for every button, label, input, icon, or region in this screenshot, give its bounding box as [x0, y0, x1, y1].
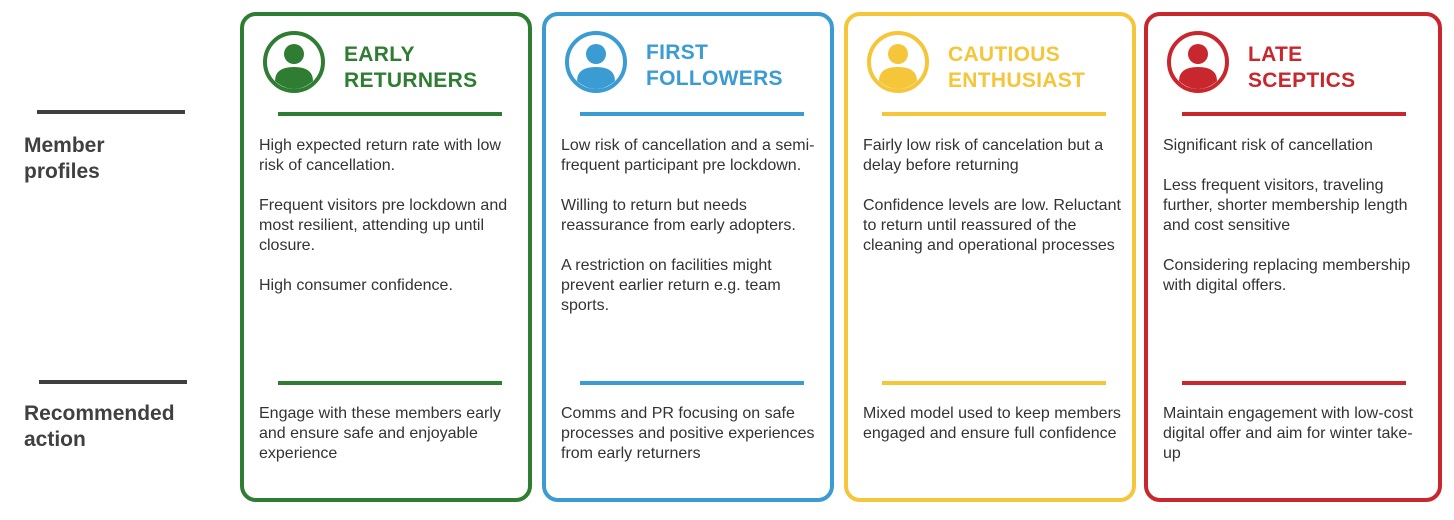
divider — [1182, 112, 1406, 116]
member-profile-text: Significant risk of cancellation Less fr… — [1163, 136, 1429, 316]
divider — [882, 381, 1106, 385]
label-line: Member — [24, 134, 105, 157]
user-avatar-icon — [1167, 31, 1229, 93]
profile-paragraph: Significant risk of cancellation — [1163, 137, 1373, 154]
recommended-action-text: Maintain engagement with low-cost digita… — [1163, 405, 1413, 462]
profile-paragraph: Frequent visitors pre lockdown and most … — [259, 197, 508, 254]
title-line: CAUTIOUS — [948, 43, 1061, 66]
card-title: LATE SCEPTICS — [1248, 42, 1428, 94]
title-line: LATE — [1248, 43, 1303, 66]
card-late-sceptics: LATE SCEPTICS Significant risk of cancel… — [1144, 12, 1442, 502]
divider — [37, 110, 185, 114]
profile-paragraph: Confidence levels are low. Reluctant to … — [863, 197, 1121, 254]
title-line: FOLLOWERS — [646, 67, 783, 90]
divider — [580, 381, 804, 385]
profile-paragraph: Less frequent visitors, traveling furthe… — [1163, 177, 1408, 234]
recommended-action-text: Engage with these members early and ensu… — [259, 405, 501, 462]
user-avatar-icon — [263, 31, 325, 93]
member-profiles-label: Member profiles — [24, 133, 105, 185]
card-early-returners: EARLY RETURNERS High expected return rat… — [240, 12, 532, 502]
profile-paragraph: Willing to return but needs reassurance … — [561, 197, 796, 234]
title-line: RETURNERS — [344, 69, 478, 92]
divider — [882, 112, 1106, 116]
title-line: EARLY — [344, 43, 415, 66]
card-first-followers: FIRST FOLLOWERS Low risk of cancellation… — [542, 12, 834, 502]
divider — [39, 380, 187, 384]
user-avatar-icon — [867, 31, 929, 93]
label-line: profiles — [24, 160, 100, 183]
profile-paragraph: A restriction on facilities might preven… — [561, 257, 781, 314]
recommended-action-label: Recommended action — [24, 401, 175, 453]
profile-paragraph: Low risk of cancellation and a semi-freq… — [561, 137, 815, 174]
divider — [278, 381, 502, 385]
profile-paragraph: Fairly low risk of cancelation but a del… — [863, 137, 1104, 174]
recommended-action-text: Mixed model used to keep members engaged… — [863, 405, 1121, 442]
title-line: SCEPTICS — [1248, 69, 1356, 92]
divider — [1182, 381, 1406, 385]
card-title: FIRST FOLLOWERS — [646, 40, 826, 92]
member-profile-text: Fairly low risk of cancelation but a del… — [863, 136, 1129, 276]
title-line: FIRST — [646, 41, 709, 64]
divider — [278, 112, 502, 116]
label-line: Recommended — [24, 402, 175, 425]
card-title: CAUTIOUS ENTHUSIAST — [948, 42, 1128, 94]
label-line: action — [24, 428, 86, 451]
divider — [580, 112, 804, 116]
recommended-action-text: Comms and PR focusing on safe processes … — [561, 405, 815, 462]
profile-paragraph: Considering replacing membership with di… — [1163, 257, 1411, 294]
title-line: ENTHUSIAST — [948, 69, 1086, 92]
member-profile-text: Low risk of cancellation and a semi-freq… — [561, 136, 827, 336]
profile-paragraph: High expected return rate with low risk … — [259, 137, 501, 174]
user-avatar-icon — [565, 31, 627, 93]
profile-paragraph: High consumer confidence. — [259, 277, 453, 294]
member-profile-text: High expected return rate with low risk … — [259, 136, 525, 316]
card-title: EARLY RETURNERS — [344, 42, 524, 94]
card-cautious-enthusiast: CAUTIOUS ENTHUSIAST Fairly low risk of c… — [844, 12, 1136, 502]
